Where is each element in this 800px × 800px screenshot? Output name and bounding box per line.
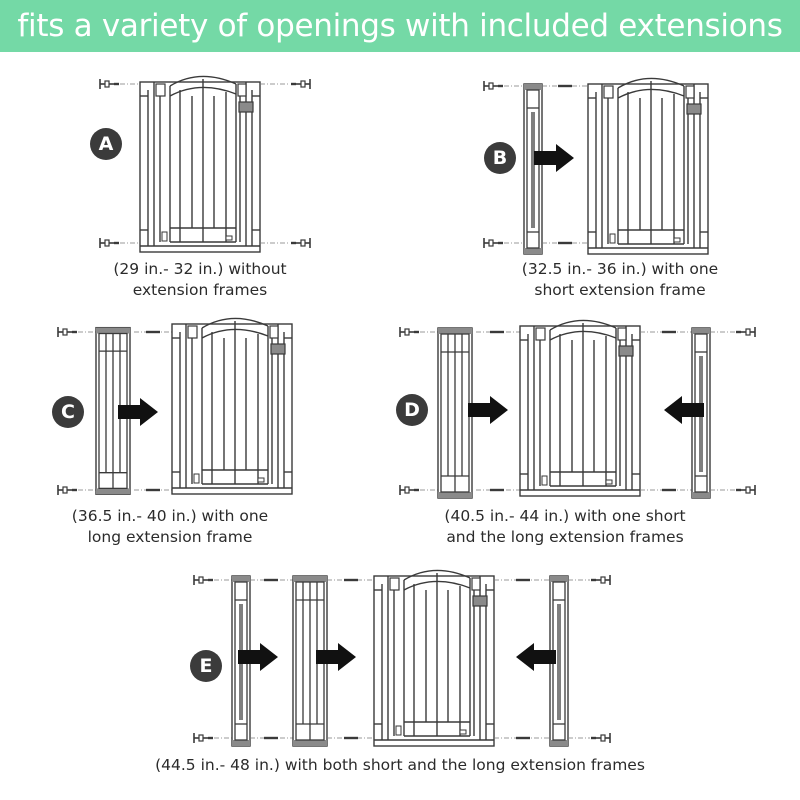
- config-b: B (32.5 in.- 36 in.) with one short exte…: [400, 0, 800, 310]
- gate-diagram-c: [56, 317, 293, 497]
- config-a: A (29 in.- 32 in.) without extension fra…: [0, 0, 400, 310]
- caption-a-line1: (29 in.- 32 in.) without: [113, 260, 287, 278]
- config-c: C (36.5 in.- 40 in.) with one long exten…: [0, 310, 400, 550]
- caption-b: (32.5 in.- 36 in.) with one short extens…: [470, 259, 770, 301]
- caption-d-line2: and the long extension frames: [446, 528, 684, 546]
- badge-e: E: [190, 650, 222, 682]
- page-title: fits a variety of openings with included…: [17, 8, 783, 44]
- caption-e-line1: (44.5 in.- 48 in.) with both short and t…: [155, 756, 645, 774]
- caption-c: (36.5 in.- 40 in.) with one long extensi…: [20, 506, 320, 548]
- caption-d-line1: (40.5 in.- 44 in.) with one short: [444, 507, 686, 525]
- caption-b-line1: (32.5 in.- 36 in.) with one: [521, 260, 719, 278]
- config-e: E (44.5 in.- 48 in.) with both short and…: [0, 555, 800, 800]
- caption-e: (44.5 in.- 48 in.) with both short and t…: [100, 755, 700, 776]
- gate-diagram-e: [192, 569, 612, 747]
- badge-b: B: [484, 142, 516, 174]
- caption-c-line1: (36.5 in.- 40 in.) with one: [71, 507, 269, 525]
- config-d: D (40.5 in.- 44 in.) with one short and …: [390, 310, 800, 550]
- caption-b-line2: short extension frame: [534, 281, 706, 299]
- badge-a: A: [90, 128, 122, 160]
- badge-d: D: [396, 394, 428, 426]
- caption-d: (40.5 in.- 44 in.) with one short and th…: [390, 506, 740, 548]
- caption-c-line2: long extension frame: [87, 528, 253, 546]
- header-banner: fits a variety of openings with included…: [0, 0, 800, 52]
- gate-diagram-d: [398, 319, 757, 499]
- caption-a-line2: extension frames: [132, 281, 268, 299]
- caption-a: (29 in.- 32 in.) without extension frame…: [50, 259, 350, 301]
- gate-diagram-a: [98, 75, 312, 253]
- badge-c: C: [52, 396, 84, 428]
- gate-diagram-b: [482, 77, 709, 255]
